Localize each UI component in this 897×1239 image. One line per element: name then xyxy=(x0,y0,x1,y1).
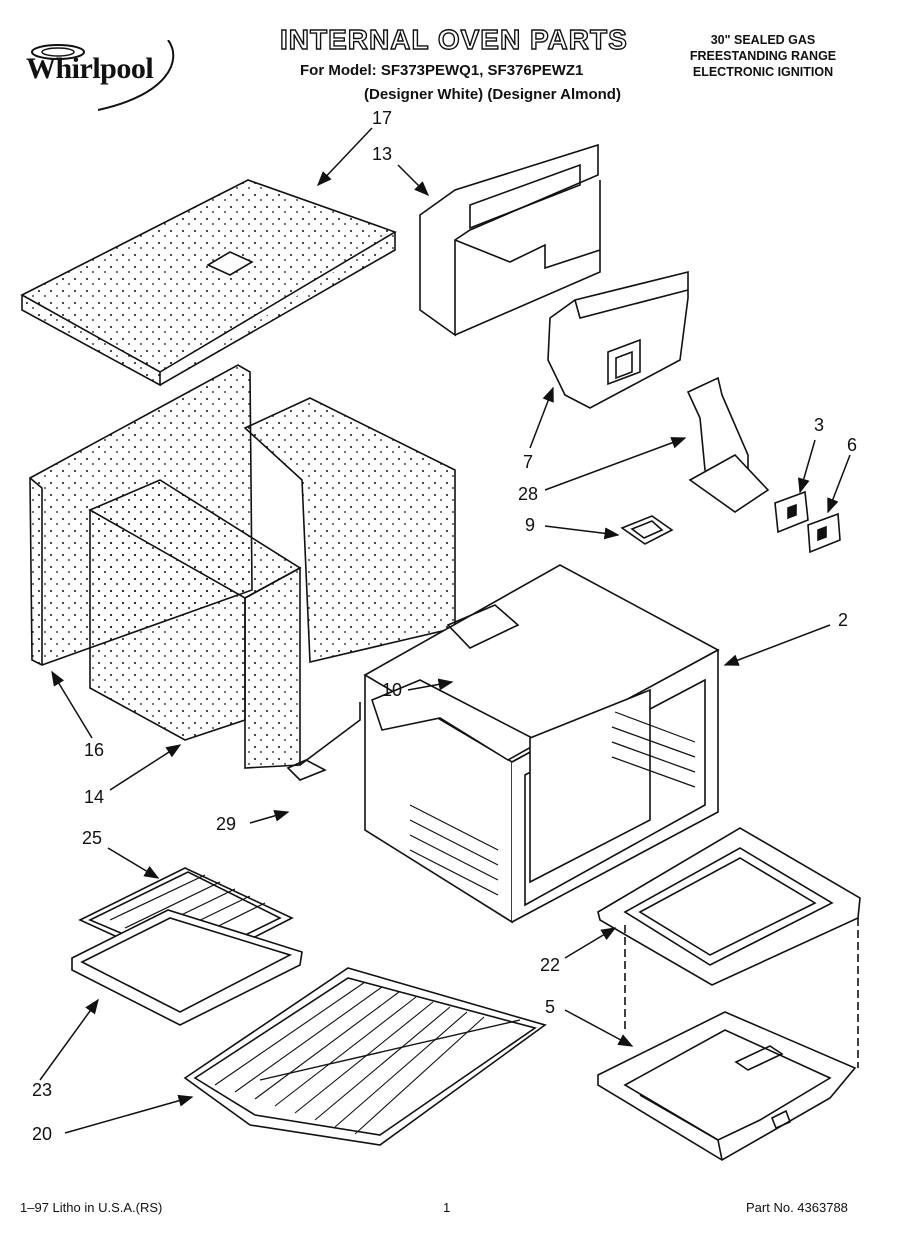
callout-7: 7 xyxy=(523,452,534,472)
part-14-wrap-insulation xyxy=(88,397,456,769)
part-9-gasket xyxy=(620,515,674,545)
callout-2: 2 xyxy=(838,610,849,630)
footer-part-number: Part No. 4363788 xyxy=(746,1200,848,1215)
whirlpool-swirl-icon xyxy=(31,39,175,111)
part-7-vent-cover xyxy=(547,270,689,409)
part-13-vent-duct xyxy=(419,143,601,337)
callout-16: 16 xyxy=(84,740,105,760)
spec-block: 30" SEALED GAS FREESTANDING RANGE ELECTR… xyxy=(663,32,863,80)
spec-line-2: FREESTANDING RANGE xyxy=(689,49,837,63)
callout-20: 20 xyxy=(32,1124,53,1144)
callout-25: 25 xyxy=(82,828,103,848)
model-line: For Model: SF373PEWQ1, SF376PEWZ1 xyxy=(300,62,584,79)
part-29-clip xyxy=(286,759,327,781)
part-5-burner-box xyxy=(597,1011,857,1161)
callout-14: 14 xyxy=(84,787,105,807)
callout-13: 13 xyxy=(372,144,393,164)
part-22-bottom-frame xyxy=(597,827,861,1068)
part-23-broiler-pan xyxy=(71,909,303,1026)
variant-line: (Designer White) (Designer Almond) xyxy=(364,86,621,103)
footer-litho: 1–97 Litho in U.S.A.(RS) xyxy=(20,1200,163,1215)
brand-name: Whirlpool xyxy=(26,52,154,85)
callout-6: 6 xyxy=(847,435,858,455)
part-6-plate xyxy=(807,512,841,554)
callout-10: 10 xyxy=(382,680,403,700)
leader-lines xyxy=(39,127,851,1134)
callout-9: 9 xyxy=(525,515,536,535)
page-title: INTERNAL OVEN PARTS xyxy=(279,23,628,55)
callout-29: 29 xyxy=(216,814,237,834)
part-20-oven-rack xyxy=(183,967,547,1146)
part-3-plate xyxy=(774,490,809,534)
footer-page-number: 1 xyxy=(443,1200,451,1215)
callout-3: 3 xyxy=(814,415,825,435)
whirlpool-logo: Whirlpool xyxy=(18,39,188,120)
callout-5: 5 xyxy=(545,997,556,1017)
spec-line-1: 30" SEALED GAS xyxy=(710,33,816,47)
callout-28: 28 xyxy=(518,484,539,504)
callout-23: 23 xyxy=(32,1080,53,1100)
part-28-bracket xyxy=(686,376,770,513)
spec-line-3: ELECTRONIC IGNITION xyxy=(692,65,834,79)
part-2-oven-cavity xyxy=(363,564,720,924)
callout-22: 22 xyxy=(540,955,561,975)
part-17-top-insulation xyxy=(20,179,397,387)
callout-17: 17 xyxy=(372,108,393,128)
